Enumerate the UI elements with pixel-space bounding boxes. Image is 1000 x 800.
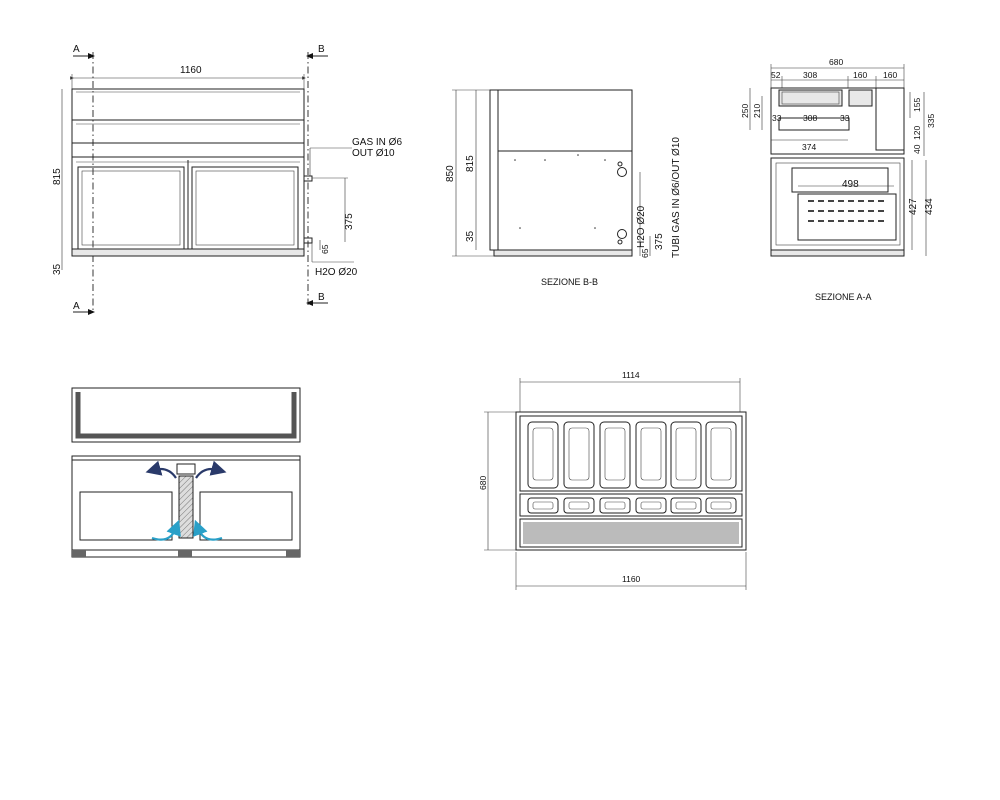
aa-top-dim-1: 52 bbox=[771, 70, 781, 80]
aa-inner-308: 308 bbox=[803, 113, 817, 123]
aa-left-210: 210 bbox=[752, 104, 762, 118]
front-feet-label: 35 bbox=[52, 263, 63, 275]
top-width-1160: 1160 bbox=[622, 574, 641, 584]
section-bb: 850 815 35 H2O Ø20 375 65 TUBI GAS IN Ø6… bbox=[445, 89, 682, 287]
bb-tubes: TUBI GAS IN Ø6/OUT Ø10 bbox=[671, 137, 682, 258]
perforated-shelf bbox=[523, 522, 739, 544]
gn-pans-large bbox=[527, 421, 737, 489]
aa-top-dim-2: 308 bbox=[803, 70, 817, 80]
aa-inner-33-left: 33 bbox=[772, 113, 782, 123]
aa-left-250: 250 bbox=[740, 104, 750, 118]
top-depth-680: 680 bbox=[478, 476, 488, 490]
cut-a-top: A bbox=[73, 44, 80, 55]
bb-375: 375 bbox=[654, 233, 665, 250]
front-width-label: 1160 bbox=[180, 65, 202, 76]
aa-427: 427 bbox=[908, 198, 919, 215]
cut-b-top: B bbox=[318, 44, 325, 55]
cut-a-bottom: A bbox=[73, 301, 80, 312]
top-view: 1114 680 bbox=[478, 370, 747, 590]
bb-65: 65 bbox=[640, 248, 650, 258]
bb-height: 815 bbox=[465, 155, 476, 172]
front-375-label: 375 bbox=[344, 213, 355, 230]
section-aa: 680 52 308 160 160 308 33 33 250 210 374… bbox=[740, 57, 936, 302]
aa-inner-33-right: 33 bbox=[840, 113, 850, 123]
cut-b-bottom: B bbox=[318, 292, 325, 303]
gn-pans-small bbox=[527, 497, 737, 514]
aa-caption: SEZIONE A-A bbox=[815, 292, 872, 302]
front-height-label: 815 bbox=[52, 168, 63, 185]
top-width-1114: 1114 bbox=[622, 370, 640, 380]
front-view: 1160 A A B B bbox=[52, 44, 402, 315]
aa-top-dim-3: 160 bbox=[853, 70, 867, 80]
bb-water: H2O Ø20 bbox=[636, 205, 647, 248]
aa-right-335: 335 bbox=[926, 114, 936, 128]
aa-right-40: 40 bbox=[912, 144, 922, 154]
aa-374: 374 bbox=[802, 142, 816, 152]
front-65-label: 65 bbox=[320, 244, 330, 254]
gas-label-2: OUT Ø10 bbox=[352, 148, 395, 159]
aa-basket-holes bbox=[808, 200, 884, 222]
aa-width: 680 bbox=[829, 57, 843, 67]
bb-caption: SEZIONE B-B bbox=[541, 277, 598, 287]
aa-498: 498 bbox=[842, 179, 859, 190]
bb-total-height: 850 bbox=[445, 165, 456, 182]
aa-top-dim-4: 160 bbox=[883, 70, 897, 80]
front-water-label: H2O Ø20 bbox=[315, 267, 358, 278]
aa-right-120: 120 bbox=[912, 126, 922, 140]
aa-434: 434 bbox=[924, 198, 935, 215]
aa-right-155: 155 bbox=[912, 98, 922, 112]
gas-label-1: GAS IN Ø6 bbox=[352, 137, 402, 148]
airflow-section bbox=[71, 387, 301, 558]
bb-feet: 35 bbox=[465, 230, 476, 242]
